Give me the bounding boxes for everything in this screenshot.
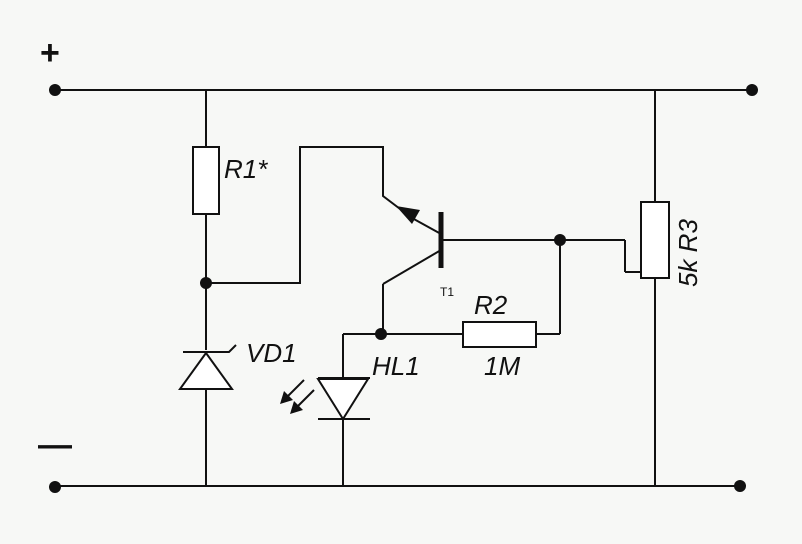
svg-text:5k R3: 5k R3: [673, 219, 703, 287]
r1-label: R1*: [224, 154, 268, 184]
positive-rail-label: +: [40, 34, 60, 72]
r3-designator: R3: [673, 219, 703, 253]
positive-terminal-left[interactable]: [49, 84, 61, 96]
t1-transistor[interactable]: [382, 206, 444, 285]
r2-label: R2: [474, 290, 508, 320]
negative-rail-label: —: [38, 426, 72, 464]
hl1-label: HL1: [372, 351, 420, 381]
negative-terminal-left[interactable]: [49, 481, 61, 493]
r3-value: 5k: [673, 252, 703, 287]
r1-resistor[interactable]: [192, 146, 220, 215]
r2-resistor[interactable]: [462, 321, 537, 348]
t1-label: T1: [440, 285, 454, 299]
r3-potentiometer[interactable]: [640, 201, 670, 279]
hl1-led[interactable]: [316, 377, 370, 421]
vd1-label: VD1: [246, 338, 297, 368]
negative-terminal-right[interactable]: [734, 480, 746, 492]
r3-label-group: 5k R3: [673, 219, 703, 287]
r2-value: 1M: [484, 351, 520, 381]
light-emission-arrows-icon: [280, 379, 315, 414]
t1-emitter-arrow: [396, 206, 420, 224]
emitter-wire: [206, 146, 413, 284]
positive-terminal-right[interactable]: [746, 84, 758, 96]
vd1-zener-diode[interactable]: [178, 344, 237, 390]
